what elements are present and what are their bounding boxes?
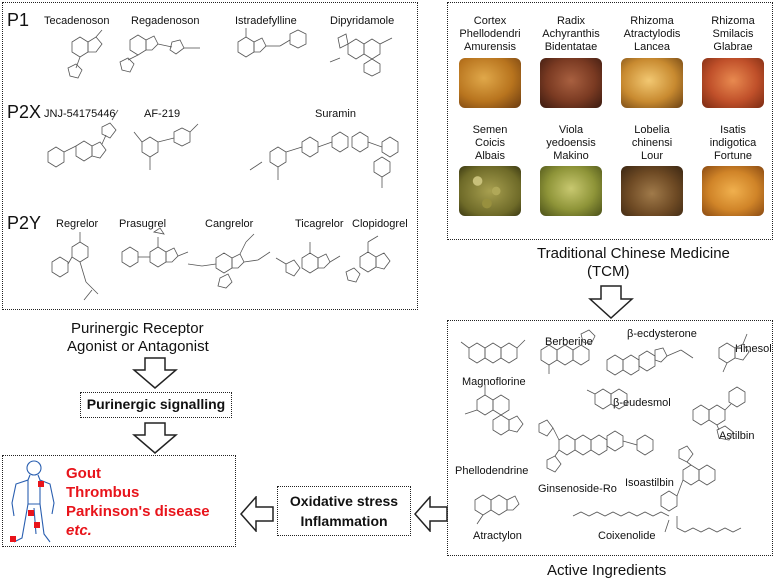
molecule-structures-receptors <box>47 28 399 301</box>
arrow-left-icon <box>414 496 448 532</box>
herb-image <box>621 58 683 108</box>
receptor-caption-line1: Purinergic Receptor <box>71 320 204 337</box>
arrow-down-icon <box>588 285 634 319</box>
herb-image <box>459 166 521 216</box>
class-label-p1: P1 <box>7 10 30 30</box>
compound-label: Atractylon <box>473 530 522 542</box>
molecule-structures-ingredients <box>460 329 750 533</box>
disease-thrombus: Thrombus <box>66 484 140 501</box>
tcm-caption-line1: Traditional Chinese Medicine <box>537 245 730 262</box>
oxidative-stress-label: Oxidative stress <box>289 493 399 509</box>
tcm-panel <box>447 2 773 240</box>
compound-label: β-ecdysterone <box>627 328 697 340</box>
drug-label: Dipyridamole <box>330 15 395 27</box>
oxidative-inflammation-box: Oxidative stress Inflammation <box>277 486 411 536</box>
drug-label: Ticagrelor <box>295 218 344 230</box>
disease-gout: Gout <box>66 465 101 482</box>
disease-parkinsons: Parkinson's disease <box>66 503 210 520</box>
compound-label: Coixenolide <box>598 530 656 542</box>
human-body-icon <box>10 460 55 543</box>
drug-label: Cangrelor <box>205 218 254 230</box>
compound-label: Astilbin <box>719 430 755 442</box>
arrow-down-icon <box>132 422 178 454</box>
class-label-p2x: P2X <box>7 102 42 122</box>
drug-label: Regrelor <box>56 218 99 230</box>
herb-image <box>540 58 602 108</box>
drug-label: Suramin <box>315 108 356 120</box>
inflammation-label: Inflammation <box>300 513 388 529</box>
drug-label: Prasugrel <box>119 218 167 230</box>
ingredients-caption: Active Ingredients <box>547 562 667 579</box>
arrow-left-icon <box>240 496 274 532</box>
compound-label: Ginsenoside-Ro <box>538 483 617 495</box>
disease-panel <box>2 455 236 547</box>
ingredients-panel <box>447 320 773 556</box>
herb-image <box>702 166 764 216</box>
disease-etc: etc. <box>66 522 92 539</box>
class-label-p2y: P2Y <box>7 213 42 233</box>
compound-label: Magnoflorine <box>462 376 526 388</box>
herb-image <box>459 58 521 108</box>
compound-label: Isoastilbin <box>625 477 674 489</box>
receptor-panel <box>2 2 418 310</box>
drug-label: Clopidogrel <box>352 218 408 230</box>
drug-label: AF-219 <box>144 108 181 120</box>
arrow-down-icon <box>132 357 178 389</box>
herb-image <box>702 58 764 108</box>
drug-label: Regadenoson <box>131 15 200 27</box>
drug-label: Tecadenoson <box>44 15 110 27</box>
herb-image <box>621 166 683 216</box>
receptor-caption-line2: Agonist or Antagonist <box>67 338 209 355</box>
purinergic-signalling-box: Purinergic signalling <box>80 392 232 418</box>
tcm-caption-line2: (TCM) <box>587 263 630 280</box>
herb-image <box>540 166 602 216</box>
compound-label: Phellodendrine <box>455 465 529 477</box>
compound-label: β-eudesmol <box>613 397 671 409</box>
drug-label: JNJ-54175446 <box>44 108 116 120</box>
drug-label: Istradefylline <box>235 15 297 27</box>
